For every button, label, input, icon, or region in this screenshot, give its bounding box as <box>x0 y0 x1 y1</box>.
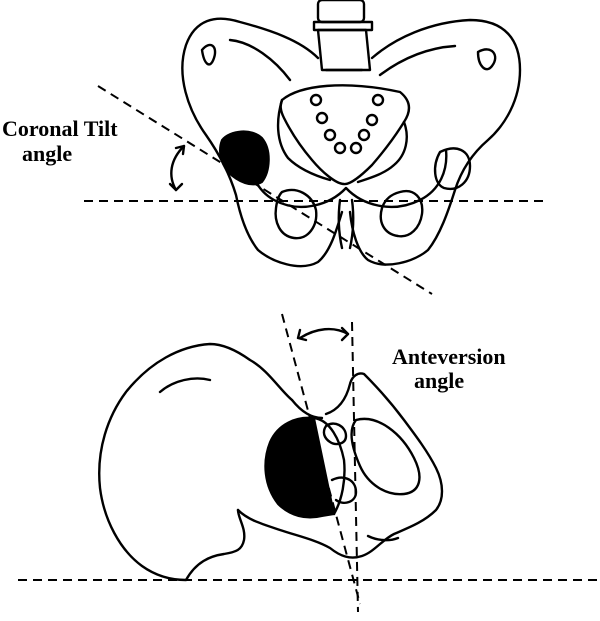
ischium <box>236 372 444 559</box>
left-obturator-foramen <box>274 188 318 240</box>
lateral-acetabulum <box>264 416 336 519</box>
coronal-tilt-label-line1: Coronal Tilt <box>2 116 118 141</box>
left-acetabulum <box>219 130 270 186</box>
coronal-tilt-label-line2: angle <box>22 141 73 166</box>
ilium-blade <box>98 342 294 582</box>
pelvic-inlet <box>248 148 448 208</box>
coronal-tilt-line <box>97 85 433 295</box>
left-iliac-wing <box>181 17 344 268</box>
sacrum <box>279 84 411 186</box>
anteversion-label-line2: angle <box>414 368 465 393</box>
anteversion-tilted-line <box>281 313 361 605</box>
right-iliac-wing <box>348 18 522 266</box>
anteversion-label-line1: Anteversion <box>392 344 506 369</box>
pelvis-frontal-view <box>181 0 522 268</box>
pelvis-lateral-view <box>98 342 444 582</box>
anteversion-vertical-reference-line <box>351 321 359 613</box>
right-obturator-foramen <box>379 189 424 238</box>
lateral-obturator-foramen <box>350 417 421 496</box>
coronal-tilt-arrow-icon <box>168 144 186 192</box>
lumbar-vertebra <box>312 0 374 72</box>
sacral-foramina <box>309 93 385 155</box>
anteversion-arrow-icon <box>296 326 350 342</box>
